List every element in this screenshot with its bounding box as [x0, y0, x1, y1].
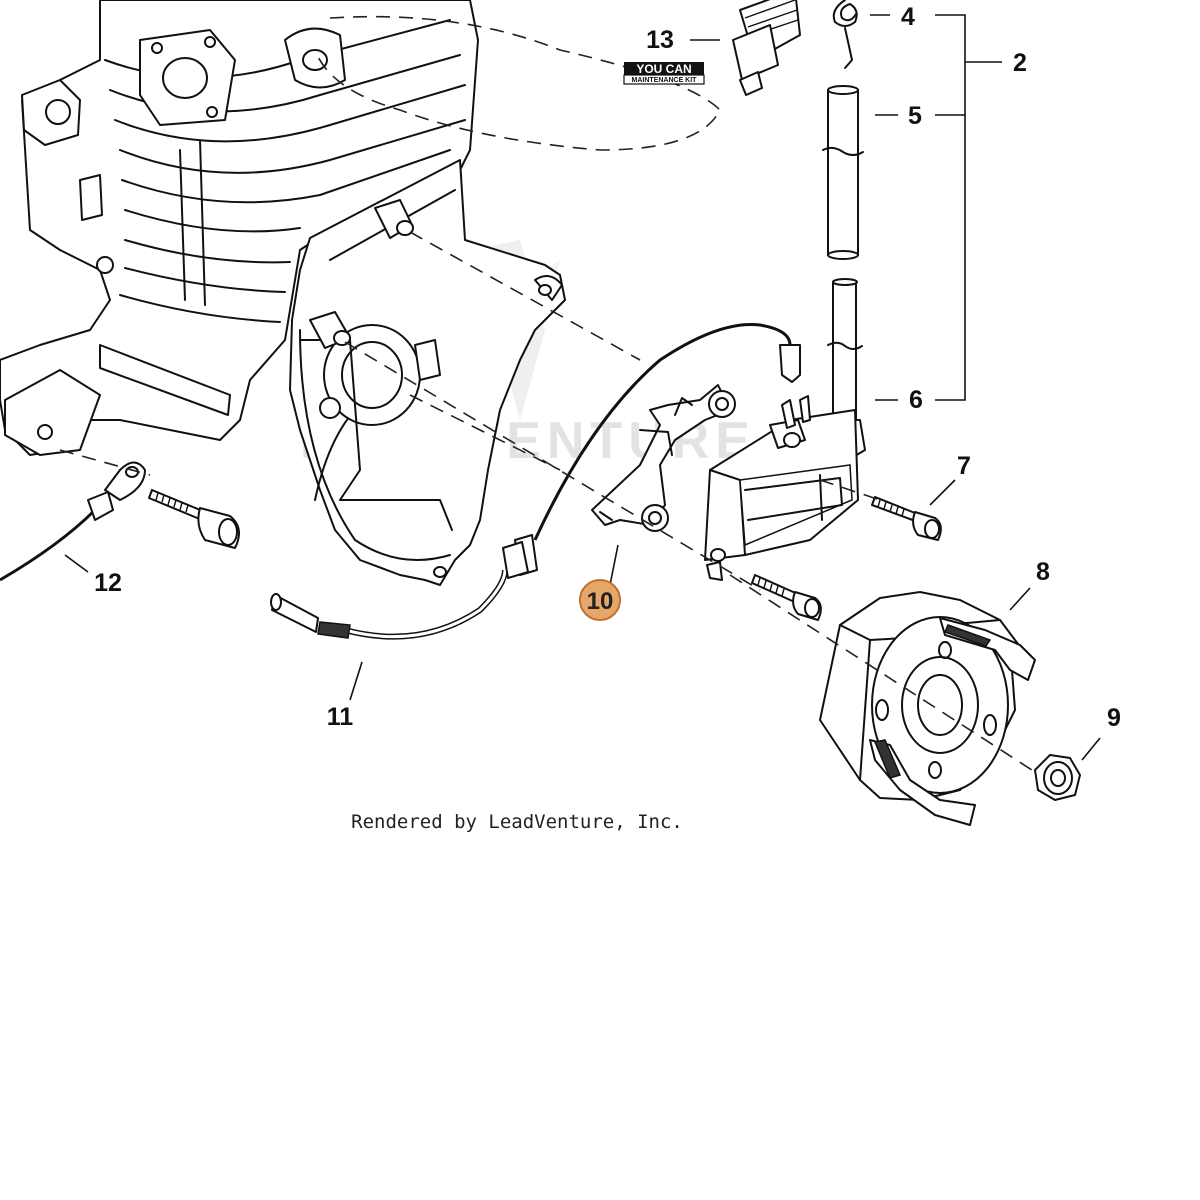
part-label-9[interactable]: 9	[1107, 704, 1121, 732]
leader-9	[1081, 737, 1101, 761]
ignition-module	[704, 395, 859, 581]
leader-2	[935, 14, 1002, 401]
part-label-12[interactable]: 12	[94, 569, 122, 597]
leader-7	[929, 479, 956, 506]
flywheel	[819, 591, 1036, 826]
fan-housing	[289, 159, 566, 586]
short-circuit-wire	[270, 541, 529, 640]
part-label-11[interactable]: 11	[327, 703, 354, 731]
ignition-lead-path	[314, 15, 721, 151]
part-label-13[interactable]: 13	[646, 26, 674, 54]
flywheel-nut	[1034, 754, 1081, 801]
leader-12	[64, 554, 89, 573]
part-labels: 13 4 2 5 6 7 8 9 10 11 12	[94, 3, 1121, 732]
spring	[832, 0, 858, 69]
screw-part-12	[148, 489, 240, 549]
leader-10	[609, 544, 619, 586]
spark-plug	[732, 0, 801, 96]
part-label-7[interactable]: 7	[957, 452, 971, 480]
assembly-lines	[59, 231, 1036, 773]
screw-module-lower	[751, 574, 822, 621]
highlight-circle[interactable]	[579, 579, 621, 621]
screw-part-7	[871, 496, 942, 541]
part-label-2[interactable]: 2	[1013, 49, 1027, 77]
part-label-4[interactable]: 4	[901, 3, 915, 31]
ground-wire	[0, 461, 146, 582]
maintenance-kit-badge: YOU CAN MAINTENANCE KIT	[623, 62, 705, 85]
footer-credit: Rendered by LeadVenture, Inc.	[351, 811, 683, 833]
kit-badge-line1: YOU CAN	[636, 62, 691, 76]
part-label-6[interactable]: 6	[909, 386, 923, 414]
part-label-10[interactable]: 10	[587, 588, 614, 615]
part-label-8[interactable]: 8	[1036, 558, 1050, 586]
engine-cylinder	[0, 0, 479, 456]
bracket-part-10	[591, 384, 736, 532]
leader-8	[1009, 587, 1031, 611]
part-label-5[interactable]: 5	[908, 102, 922, 130]
leader-11	[349, 661, 363, 701]
tube-upper	[822, 85, 864, 260]
kit-badge-line2: MAINTENANCE KIT	[632, 77, 698, 84]
highlighted-part-10[interactable]: 10	[579, 579, 621, 621]
